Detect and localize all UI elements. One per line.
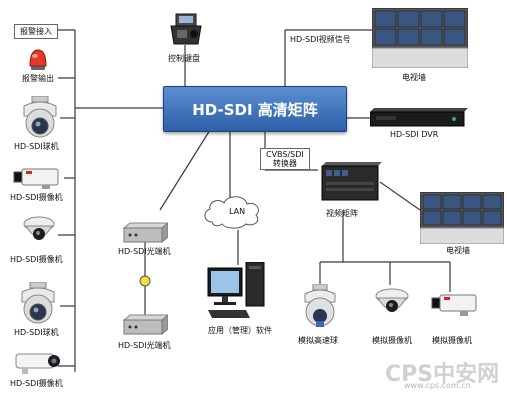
analog-speed-dome-icon [300, 283, 340, 334]
converter-label: CVBS/SDI 转换器 [260, 148, 310, 170]
video-signal-label: HD-SDI视频信号 [290, 35, 351, 44]
dvr-icon [369, 106, 468, 132]
dome-camera-icon [18, 95, 62, 142]
bullet-camera-icon [12, 350, 60, 380]
analog-dome-label: 模拟高速球 [298, 336, 338, 345]
dome-camera-label-1: HD-SDI球机 [14, 142, 59, 151]
pc-workstation-icon [206, 261, 270, 326]
box-camera-label-1: HD-SDI摄像机 [10, 193, 63, 202]
mini-dome-camera-icon [22, 214, 56, 252]
optical-transceiver-label-2: HD-SDI光端机 [118, 341, 171, 350]
alarm-light-icon [25, 48, 51, 76]
lan-label: LAN [229, 207, 246, 216]
pc-software-label: 应用（管理）软件 [208, 326, 272, 335]
bullet-camera-label: HD-SDI摄像机 [10, 379, 63, 388]
analog-box-camera-icon [430, 292, 484, 322]
watermark-url: www.cps.com.cn [404, 381, 471, 390]
dvr-label: HD-SDI DVR [390, 130, 439, 139]
video-matrix-device-icon [318, 160, 382, 210]
mini-dome-camera-label: HD-SDI摄像机 [10, 255, 63, 264]
watermark-brand: CPS中安网 [385, 362, 500, 387]
analog-camera-label-1: 模拟摄像机 [372, 336, 412, 345]
hd-sdi-matrix: HD-SDI 高清矩阵 [163, 86, 347, 132]
fiber-coupler-icon [139, 275, 151, 287]
dome-camera-icon-2 [16, 281, 60, 328]
tv-wall-icon [371, 7, 469, 72]
alarm-output-label: 报警输出 [22, 74, 54, 83]
video-matrix-label: 视频矩阵 [326, 209, 358, 218]
box-camera-icon [12, 166, 66, 194]
tv-wall-icon-right [419, 191, 505, 248]
optical-transceiver-icon-2 [122, 313, 170, 340]
optical-transceiver-icon-1 [122, 221, 170, 248]
analog-camera-label-2: 模拟摄像机 [432, 336, 472, 345]
control-keyboard-icon [168, 10, 204, 50]
tv-wall-label-top: 电视墙 [402, 73, 426, 82]
analog-dome-camera-icon [374, 286, 410, 326]
optical-transceiver-label-1: HD-SDI光端机 [118, 247, 171, 256]
lan-cloud [204, 196, 259, 229]
keyboard-label: 控制键盘 [168, 54, 200, 63]
alarm-input-label: 报警接入 [14, 24, 58, 39]
tv-wall-label-right: 电视墙 [446, 246, 470, 255]
dome-camera-label-2: HD-SDI球机 [14, 328, 59, 337]
